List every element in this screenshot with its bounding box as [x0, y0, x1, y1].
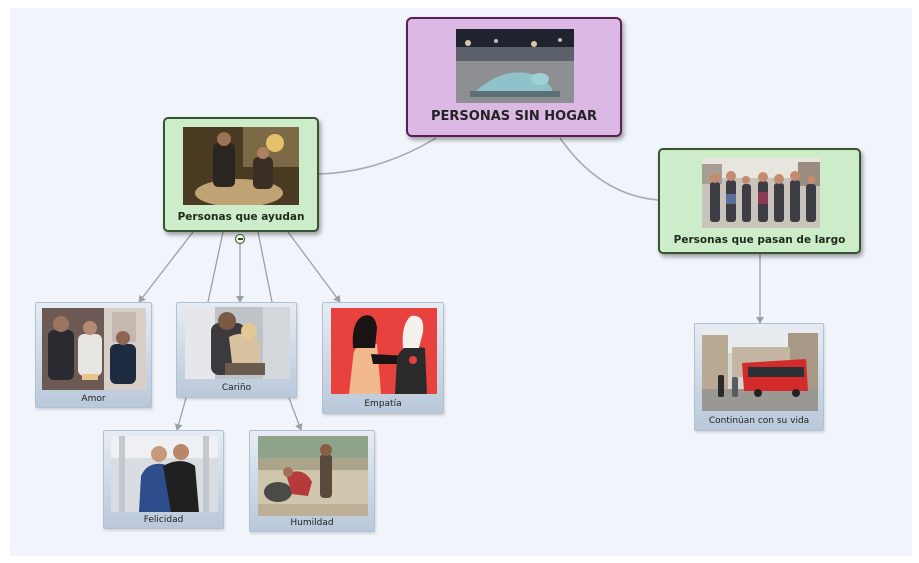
link-ayudan-to-carino-c [257, 231, 273, 303]
subtopic-amor-label: Amor [81, 394, 106, 404]
subtopic-empatia[interactable]: Empatía [322, 302, 444, 414]
subtopic-humildad-label: Humildad [290, 518, 334, 528]
subtopic-empatia-label: Empatía [364, 399, 402, 409]
link-ayudan-to-carino-a [207, 231, 224, 303]
link-carino-to-humildad [288, 397, 303, 431]
link-central-to-pasan [559, 137, 659, 201]
subtopic-felicidad[interactable]: Felicidad [103, 430, 224, 529]
central-topic[interactable]: PERSONAS SIN HOGAR [406, 17, 622, 137]
homeless-person-photo [456, 29, 574, 103]
woman-hugging-person-photo [185, 307, 290, 379]
people-sharing-food-photo [42, 308, 146, 390]
subtopic-carino[interactable]: Cariño [176, 302, 297, 398]
subtopic-carino-label: Cariño [221, 383, 252, 393]
subtopic-continuan-con-su-vida[interactable]: Continúan con su vida [694, 323, 824, 431]
subtopic-felicidad-label: Felicidad [143, 515, 184, 525]
link-carino-to-felicidad [174, 397, 187, 431]
city-street-red-bus-photo [702, 329, 818, 411]
topic-personas-que-pasan-de-largo-label: Personas que pasan de largo [673, 234, 846, 246]
link-ayudan-to-empatia [287, 231, 341, 303]
subtopic-amor[interactable]: Amor [35, 302, 152, 408]
topic-personas-que-pasan-de-largo[interactable]: Personas que pasan de largo [658, 148, 861, 254]
link-ayudan-to-amor [138, 231, 194, 303]
man-handing-over-photo [258, 436, 368, 516]
volunteers-helping-photo [183, 127, 299, 205]
central-topic-label: PERSONAS SIN HOGAR [431, 109, 597, 124]
topic-personas-que-ayudan-label: Personas que ayudan [177, 211, 305, 223]
embrace-photo [111, 436, 218, 512]
crowd-walking-street-photo [702, 158, 820, 228]
link-central-to-ayudan [318, 137, 437, 175]
minus-circle-icon[interactable] [235, 234, 245, 244]
subtopic-humildad[interactable]: Humildad [249, 430, 375, 532]
topic-personas-que-ayudan[interactable]: Personas que ayudan [163, 117, 319, 232]
illustration-two-people-red [331, 308, 437, 394]
subtopic-continuan-con-su-vida-label: Continúan con su vida [708, 416, 810, 426]
